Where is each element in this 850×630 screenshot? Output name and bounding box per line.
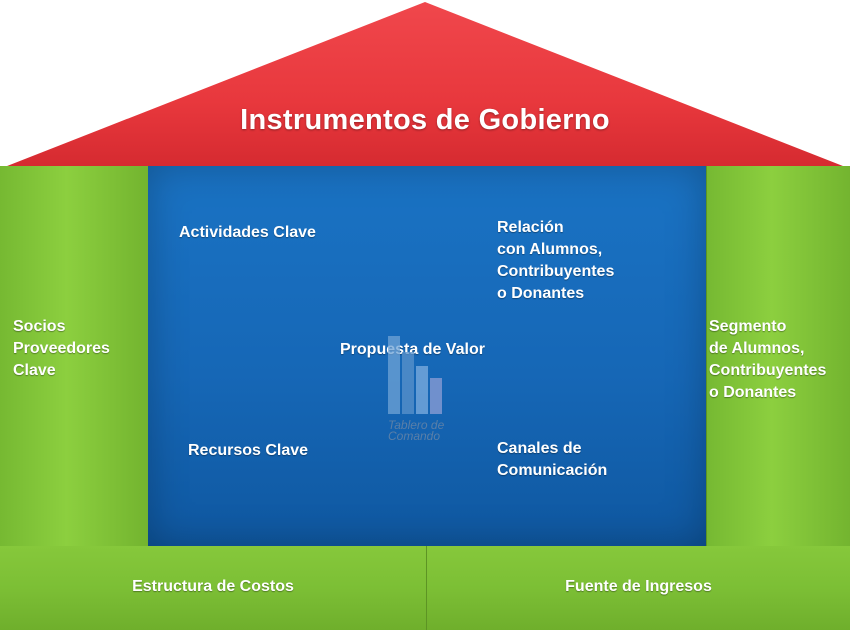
left-pillar: Socios Proveedores Clave <box>0 166 149 546</box>
base-ingresos: Fuente de Ingresos <box>427 546 850 630</box>
fuente-ingresos-label: Fuente de Ingresos <box>565 578 712 595</box>
watermark-text: Tablero de Comando <box>388 418 445 443</box>
base-costos: Estructura de Costos <box>0 546 427 630</box>
segmento-label: Segmento de Alumnos, Contribuyentes o Do… <box>709 318 827 401</box>
relacion-label: Relación con Alumnos, Contribuyentes o D… <box>497 219 615 302</box>
center-panel: Actividades Clave Relación con Alumnos, … <box>148 166 706 546</box>
socios-proveedores-label: Socios Proveedores Clave <box>13 318 110 379</box>
estructura-costos-label: Estructura de Costos <box>132 578 294 595</box>
tablero-logo-icon <box>388 336 442 414</box>
right-pillar: Segmento de Alumnos, Contribuyentes o Do… <box>706 166 850 546</box>
roof-title: Instrumentos de Gobierno <box>240 104 610 136</box>
roof <box>2 2 848 168</box>
actividades-clave-label: Actividades Clave <box>179 224 316 241</box>
canales-label: Canales de Comunicación <box>497 440 608 479</box>
recursos-clave-label: Recursos Clave <box>188 442 309 459</box>
